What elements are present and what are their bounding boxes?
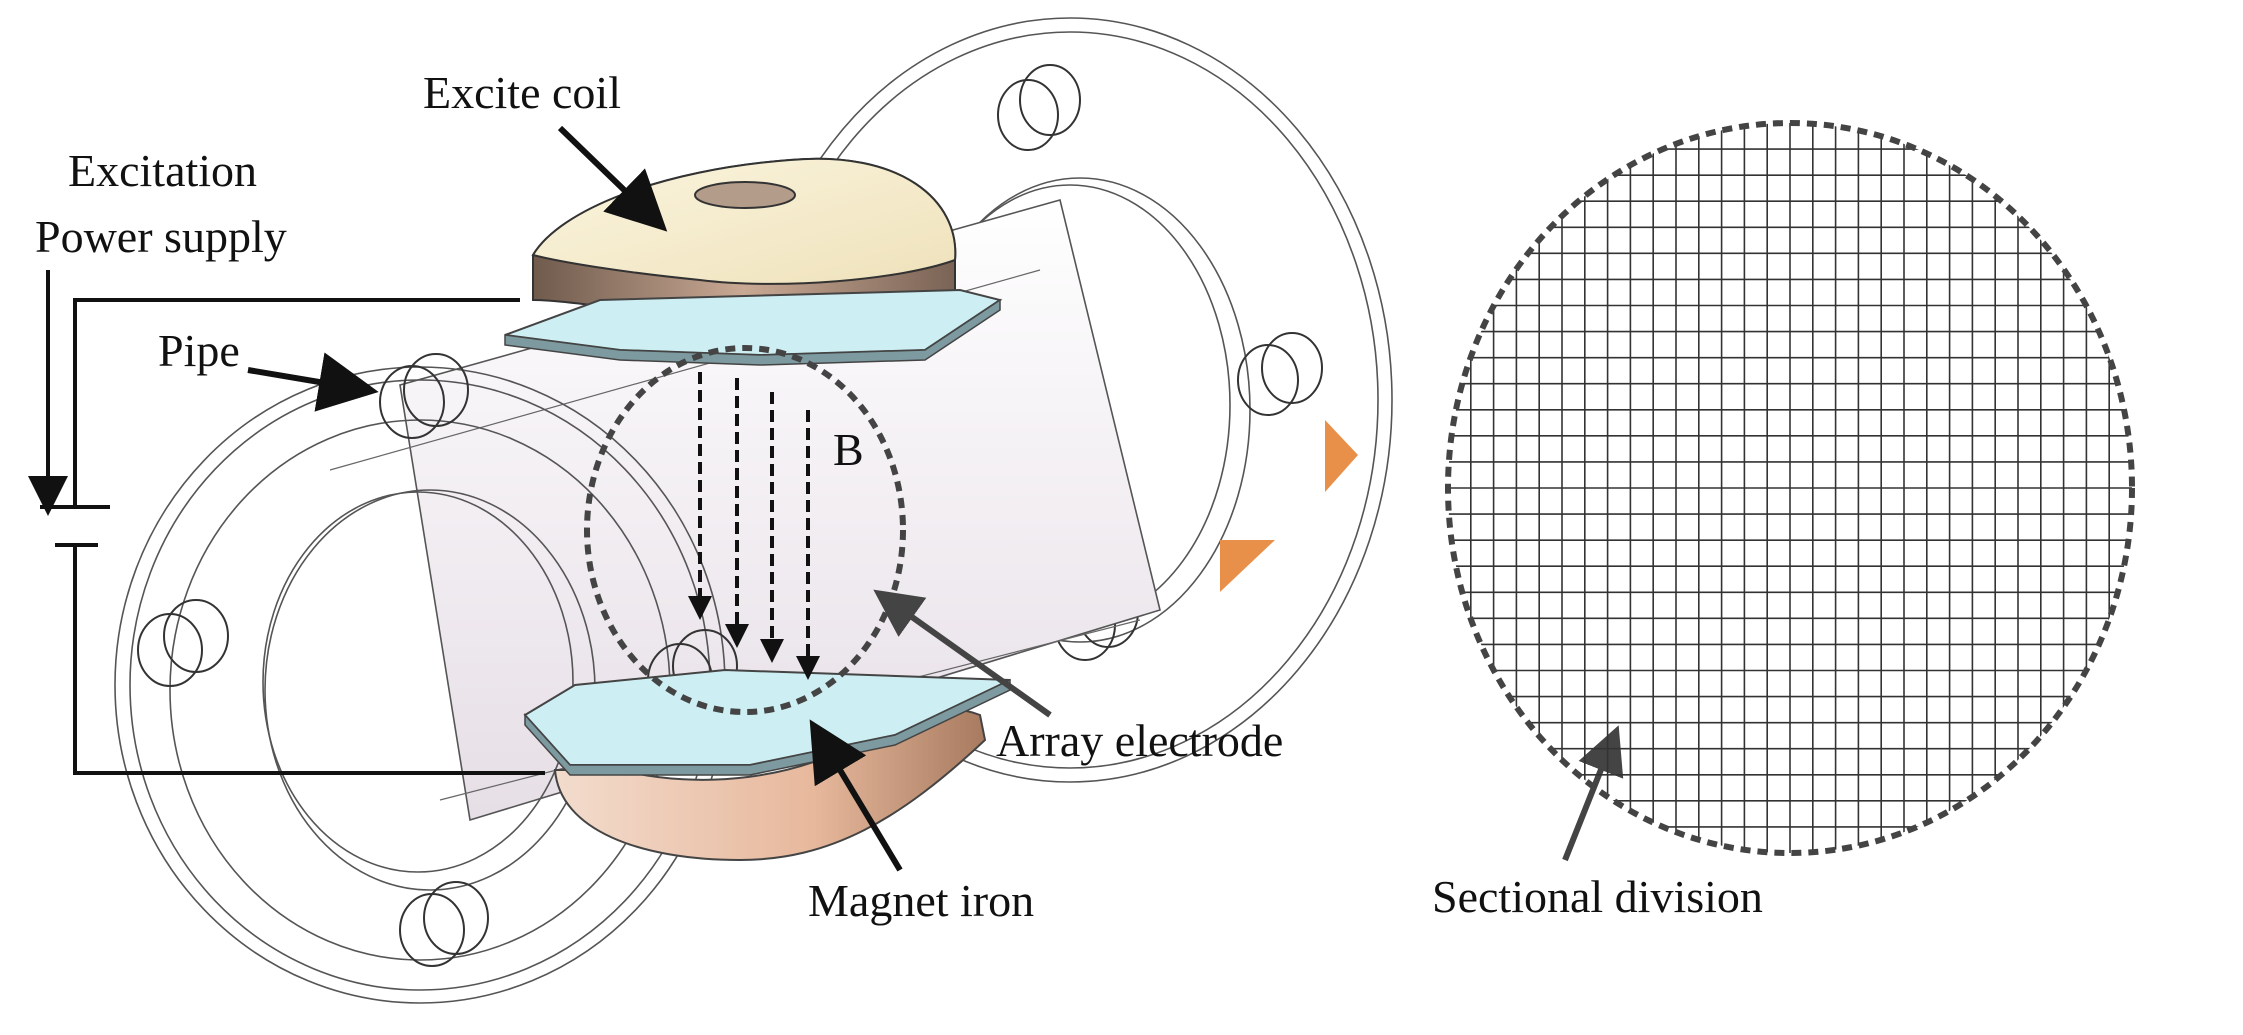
top-electrode [504,288,1003,366]
field-region-dashed-circle [584,345,906,715]
label-excitation-line2: Power supply [35,211,287,262]
bottom-electrode [523,668,1011,776]
label-arrows [247,125,1624,872]
label-b-field: B [833,424,864,475]
label-magnet-iron: Magnet iron [808,875,1034,926]
label-sectional-division: Sectional division [1432,871,1763,922]
label-pipe: Pipe [158,325,240,376]
excitation-circuit [28,270,545,775]
label-excitation-line1: Excitation [68,145,257,196]
label-array-electrode: Array electrode [996,715,1283,766]
sectional-dashed-circle [1445,120,2135,856]
sectional-grid [1448,123,2132,853]
label-excite-coil: Excite coil [423,67,621,118]
b-field-arrows [688,372,820,680]
orange-markers [1220,420,1358,592]
